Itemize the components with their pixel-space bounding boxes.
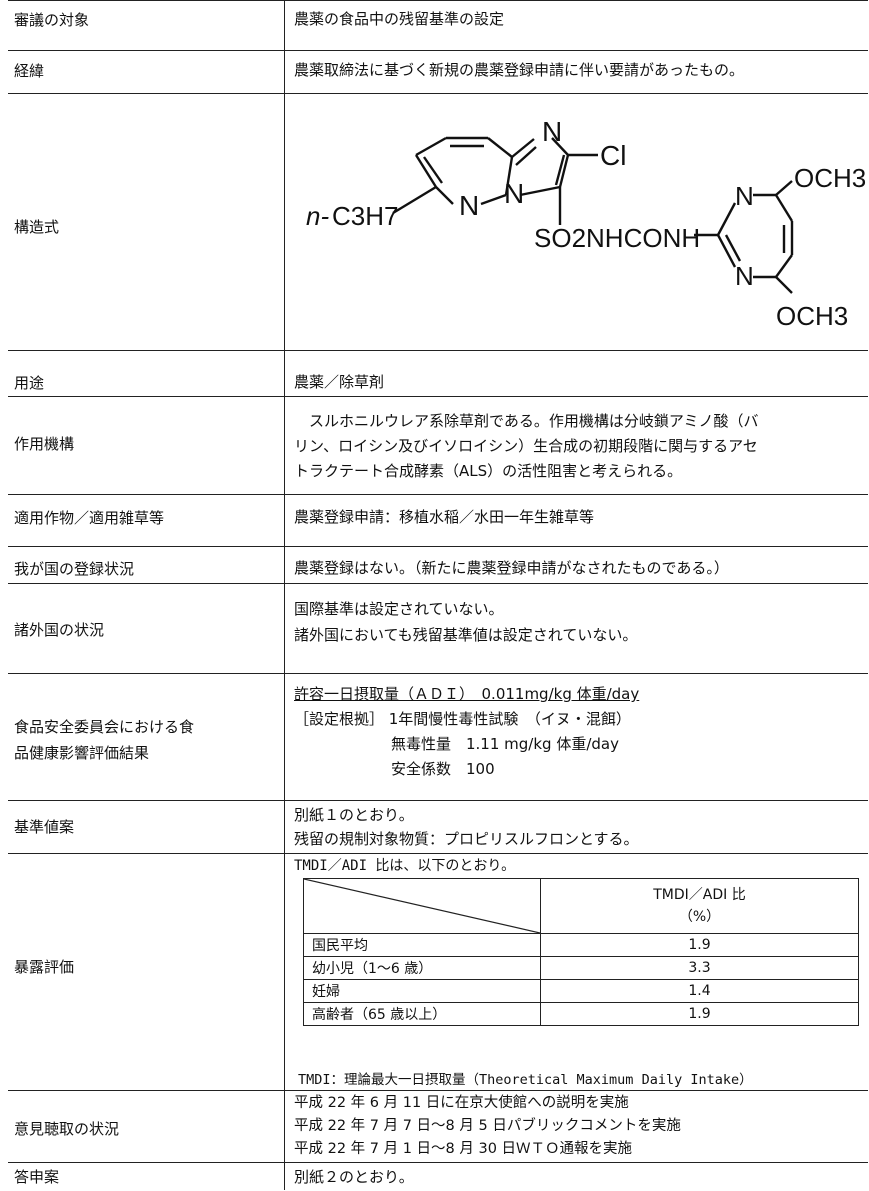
structural-formula: N N N Cl n- C3H7 SO2NHCONH N N OCH3 OCH3 — [306, 116, 866, 331]
row-background: 経緯 農薬取締法に基づく新規の農薬登録申請に伴い要請があったもの。 — [8, 50, 868, 94]
value-subject: 農薬の食品中の残留基準の設定 — [294, 10, 505, 28]
row-safety: 食品安全委員会における食 品健康影響評価結果 許容一日摂取量（ＡＤＩ） 0.01… — [8, 673, 868, 801]
row-subject: 審議の対象 農薬の食品中の残留基準の設定 — [8, 0, 868, 41]
label-structure: 構造式 — [14, 218, 60, 236]
table-header-cell: TMDI／ADI 比 （%） — [540, 878, 859, 934]
formula-n5: N — [735, 261, 754, 291]
row-crops: 適用作物／適用雑草等 農薬登録申請：移植水稲／水田一年生雑草等 — [8, 494, 868, 547]
label-crops: 適用作物／適用雑草等 — [14, 509, 165, 527]
formula-n3: N — [504, 178, 524, 209]
label-standard: 基準値案 — [14, 818, 75, 836]
row-standard: 基準値案 別紙１のとおり。 残留の規制対象物質：プロピリスルフロンとする。 — [8, 800, 868, 854]
safety-factor: 安全係数 100 — [391, 760, 495, 778]
value-crops: 農薬登録申請：移植水稲／水田一年生雑草等 — [294, 508, 595, 526]
tmdi-note: TMDI：理論最大一日摂取量（Theoretical Maximum Daily… — [298, 1072, 753, 1088]
exposure-intro: TMDI／ADI 比は、以下のとおり。 — [294, 858, 516, 874]
row-exposure: 暴露評価 TMDI／ADI 比は、以下のとおり。 — [8, 853, 868, 1091]
row-foreign: 諸外国の状況 国際基準は設定されていない。 諸外国においても残留基準値は設定され… — [8, 583, 868, 671]
table-row: 高齢者（65 歳以上） 1.9 — [303, 1002, 859, 1026]
label-mechanism: 作用機構 — [14, 435, 75, 453]
table-row: 妊婦 1.4 — [303, 979, 859, 1003]
formula-n4: N — [735, 181, 754, 211]
label-background: 経緯 — [14, 62, 45, 80]
noael-value: 無毒性量 1.11 mg/kg 体重/day — [391, 735, 619, 753]
label-subject: 審議の対象 — [14, 11, 90, 29]
value-mechanism: スルホニルウレア系除草剤である。作用機構は分岐鎖アミノ酸（バ リン、ロイシン及び… — [294, 412, 759, 480]
label-foreign: 諸外国の状況 — [14, 621, 105, 639]
diagonal-line — [304, 879, 540, 933]
value-report: 別紙２のとおり。 — [294, 1168, 414, 1186]
label-hearing: 意見聴取の状況 — [14, 1120, 120, 1138]
exposure-table: TMDI／ADI 比 （%） 国民平均 1.9 幼小児（1～6 歳） 3.3 妊… — [303, 878, 859, 1026]
row-structure: 構造式 — [8, 93, 868, 351]
label-report: 答申案 — [14, 1168, 60, 1186]
value-standard: 別紙１のとおり。 残留の規制対象物質：プロピリスルフロンとする。 — [294, 806, 639, 848]
label-safety: 食品安全委員会における食 品健康影響評価結果 — [14, 718, 195, 762]
formula-n1: N — [542, 116, 562, 147]
label-exposure: 暴露評価 — [14, 958, 75, 976]
table-corner-cell — [303, 878, 541, 934]
label-use: 用途 — [14, 374, 45, 392]
row-hearing: 意見聴取の状況 平成 22 年 6 月 11 日に在京大使館への説明を実施 平成… — [8, 1090, 868, 1163]
summary-table: 審議の対象 農薬の食品中の残留基準の設定 経緯 農薬取締法に基づく新規の農薬登録… — [8, 0, 868, 1190]
row-report: 答申案 別紙２のとおり。 — [8, 1162, 868, 1191]
value-domestic: 農薬登録はない。（新たに農薬登録申請がなされたものである。） — [294, 559, 729, 577]
value-safety: 許容一日摂取量（ＡＤＩ） 0.011mg/kg 体重/day ［設定根拠］ 1年… — [294, 682, 864, 782]
table-row: 国民平均 1.9 — [303, 933, 859, 957]
row-use: 用途 農薬／除草剤 — [8, 350, 868, 397]
value-use: 農薬／除草剤 — [294, 373, 385, 391]
adi-value: 許容一日摂取量（ＡＤＩ） 0.011mg/kg 体重/day — [294, 685, 640, 703]
formula-sulfonyl: SO2NHCONH — [534, 223, 700, 253]
value-foreign: 国際基準は設定されていない。 諸外国においても残留基準値は設定されていない。 — [294, 600, 638, 644]
table-row: 幼小児（1～6 歳） 3.3 — [303, 956, 859, 980]
column-divider — [284, 0, 285, 1190]
row-domestic: 我が国の登録状況 農薬登録はない。（新たに農薬登録申請がなされたものである。） — [8, 546, 868, 599]
adi-basis: ［設定根拠］ 1年間慢性毒性試験 （イヌ・混餌） — [294, 710, 631, 728]
value-hearing: 平成 22 年 6 月 11 日に在京大使館への説明を実施 平成 22 年 7 … — [294, 1095, 681, 1157]
value-background: 農薬取締法に基づく新規の農薬登録申請に伴い要請があったもの。 — [294, 61, 745, 79]
formula-och3-top: OCH3 — [794, 163, 866, 193]
formula-n-prefix: n- — [306, 201, 329, 231]
formula-n2: N — [459, 190, 479, 221]
formula-propyl: C3H7 — [332, 201, 398, 231]
formula-och3-bottom: OCH3 — [776, 301, 848, 331]
label-domestic: 我が国の登録状況 — [14, 560, 135, 578]
formula-cl: Cl — [600, 140, 626, 171]
row-mechanism: 作用機構 スルホニルウレア系除草剤である。作用機構は分岐鎖アミノ酸（バ リン、ロ… — [8, 396, 868, 495]
